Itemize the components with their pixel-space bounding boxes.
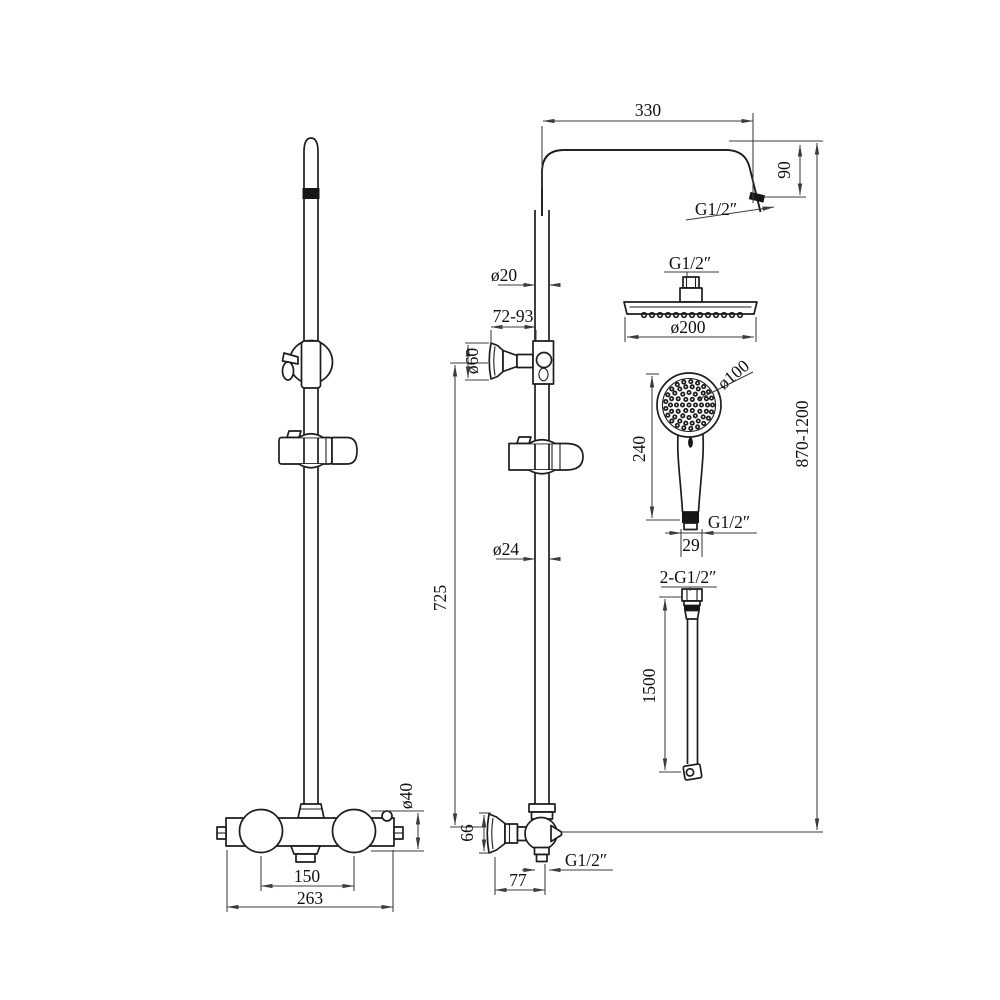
label-head-thread: G1/2″ (669, 253, 711, 273)
hose-top-seal (684, 605, 700, 611)
label-arm-length: 330 (635, 100, 662, 120)
pipe-collar-front (302, 188, 320, 199)
outlet-neck-lower (537, 855, 548, 862)
label-riser-lower-diameter: ø24 (493, 539, 520, 559)
label-mixer-width: 263 (297, 888, 324, 908)
front-view-shower-column (217, 138, 403, 862)
label-wall-bracket-range: 72-93 (493, 306, 534, 326)
label-riser-height: 725 (430, 585, 450, 612)
bracket-lever (283, 353, 299, 364)
bracket-lock-knob (537, 353, 552, 368)
label-wall-flange-diameter: ø60 (462, 348, 482, 375)
hand-shower-spray-nozzles (664, 380, 714, 430)
label-hand-shower-width: 29 (682, 535, 700, 555)
label-hose-threads: 2-G1/2″ (660, 567, 717, 587)
slider-tab-side (517, 437, 531, 444)
sphere-tip (551, 826, 562, 842)
shower-arm-inner (542, 150, 761, 216)
hose-top-nut (682, 589, 702, 601)
slider-pipe-bulge-bottom (299, 464, 323, 468)
outlet-neck-upper (535, 848, 550, 855)
label-hose-length: 1500 (639, 668, 659, 703)
overhead-shower-detail (624, 277, 757, 317)
leader-arm-thread (685, 206, 775, 221)
head-nozzles (642, 313, 743, 318)
bottom-flange-nut (505, 824, 518, 843)
hand-shower-mode-button (688, 437, 693, 448)
mixer-right-knob (333, 810, 376, 853)
label-hand-shower-length: 240 (629, 436, 649, 463)
mixer-outlet-bottom (296, 854, 315, 862)
slider-knuckle-front (332, 438, 357, 465)
label-outlet-offset: 77 (509, 870, 527, 890)
head-thread-nipple (683, 277, 699, 288)
side-view-shower-column (487, 150, 766, 862)
dimension-labels: 330 90 G1/2″ ø20 72-93 ø60 725 ø24 870-1… (294, 100, 812, 908)
riser-pipe-front (304, 138, 318, 806)
bracket-slot (539, 368, 548, 381)
label-mixer-knob-diameter: ø40 (396, 783, 416, 810)
slider-body-front (279, 438, 332, 465)
upper-bracket-arm (517, 355, 533, 368)
label-arm-drop: 90 (774, 161, 794, 179)
slider-tab-front (287, 431, 301, 438)
hand-shower-face-inner (663, 379, 716, 432)
hand-shower-inlet (684, 523, 697, 530)
shower-hose-detail (682, 589, 702, 780)
mixer-outlet-top (291, 846, 320, 854)
leader-hand-diameter (698, 371, 754, 400)
bottom-union-collar (529, 804, 555, 812)
mixer-diverter-button (382, 811, 392, 821)
label-outlet-thread: G1/2″ (565, 850, 607, 870)
dimension-lines (226, 113, 823, 912)
label-mixer-port-spacing: 150 (294, 866, 321, 886)
label-overall-height: 870-1200 (792, 400, 812, 467)
upper-wall-flange (489, 343, 503, 379)
mixer-left-knob (240, 810, 283, 853)
mixer-inlet-adapter (298, 804, 324, 818)
label-riser-upper-diameter: ø20 (491, 265, 518, 285)
label-head-diameter: ø200 (671, 317, 706, 337)
head-ball-joint (680, 288, 702, 302)
hose-bottom-nut (683, 764, 702, 780)
label-arm-thread: G1/2″ (695, 199, 737, 219)
label-outlet-flange-height: 66 (457, 824, 477, 842)
slider-pipe-bulge-top (299, 434, 323, 438)
head-plate (624, 302, 757, 314)
slider-body-side (509, 444, 583, 471)
hand-shower-detail (657, 373, 721, 530)
bracket-lever-loop (283, 362, 294, 380)
hand-shower-thread-band (682, 512, 699, 523)
bracket-cover-front (302, 341, 321, 388)
label-hand-shower-thread: G1/2″ (708, 512, 750, 532)
